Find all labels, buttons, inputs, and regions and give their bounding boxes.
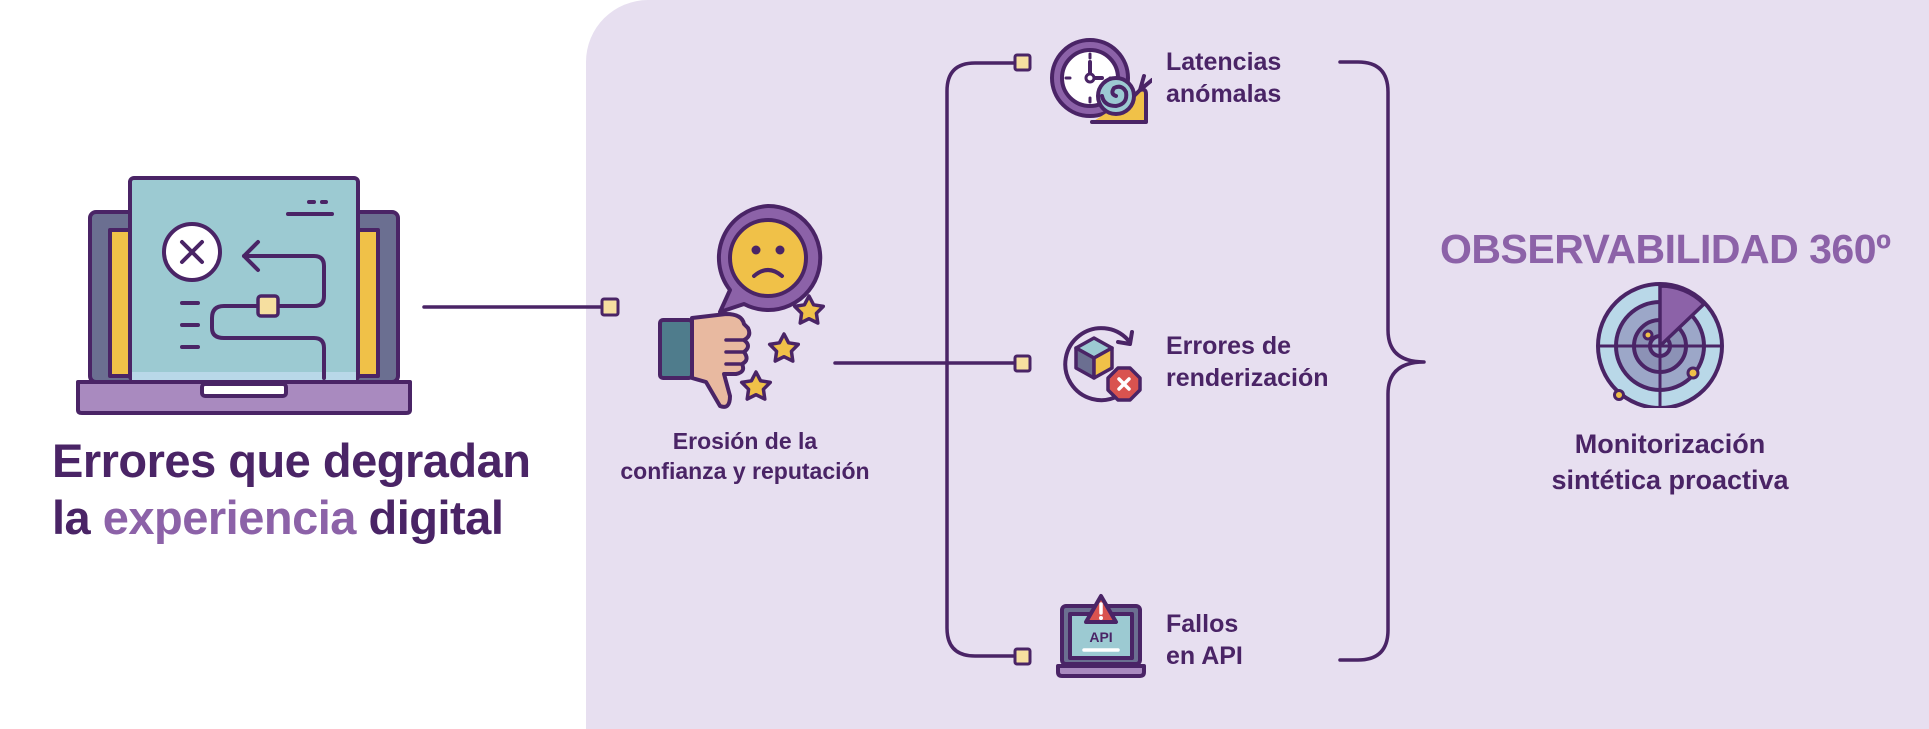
main-title-highlight: experiencia	[102, 491, 357, 544]
item-api: Fallos en API	[1166, 608, 1243, 672]
connector-node	[1013, 53, 1032, 72]
item-latency-line2: anómalas	[1166, 80, 1282, 108]
sad-thumbs-down-stars-icon	[658, 203, 826, 409]
connector-node	[1013, 354, 1032, 373]
item-rendering: Errores de renderización	[1166, 330, 1329, 394]
erosion-caption-line2: confianza y reputación	[620, 458, 870, 484]
item-api-line2: en API	[1166, 642, 1243, 670]
item-latency-line1: Latencias	[1166, 48, 1282, 76]
right-bracket	[1338, 60, 1426, 662]
main-title-line2-prefix: la	[52, 491, 103, 544]
radar-icon	[1596, 282, 1724, 408]
clock-snail-icon	[1050, 38, 1152, 124]
erosion-caption: Erosión de la confianza y reputación	[600, 426, 890, 486]
connector-node	[1013, 647, 1032, 666]
item-latency: Latencias anómalas	[1166, 46, 1281, 110]
main-title: Errores que degradan la experiencia digi…	[52, 432, 531, 546]
api-warning-laptop-icon: API	[1056, 594, 1146, 678]
main-title-line1: Errores que degradan	[52, 434, 531, 487]
observability-caption: Monitorización sintética proactiva	[1530, 426, 1810, 498]
svg-text:API: API	[1089, 629, 1112, 645]
left-bracket	[945, 61, 1017, 658]
observability-caption-line1: Monitorización	[1574, 429, 1766, 459]
item-api-line1: Fallos	[1166, 610, 1239, 638]
erosion-caption-line1: Erosión de la	[672, 428, 818, 454]
laptop-error-flow-icon	[76, 176, 412, 415]
observability-caption-line2: sintética proactiva	[1551, 465, 1789, 495]
item-rendering-line1: Errores de	[1166, 332, 1292, 360]
item-rendering-line2: renderización	[1166, 364, 1329, 392]
connector-node	[600, 297, 620, 317]
main-title-line2-suffix: digital	[355, 491, 504, 544]
observability-title: OBSERVABILIDAD 360º	[1440, 226, 1891, 272]
cube-error-icon	[1063, 326, 1142, 403]
